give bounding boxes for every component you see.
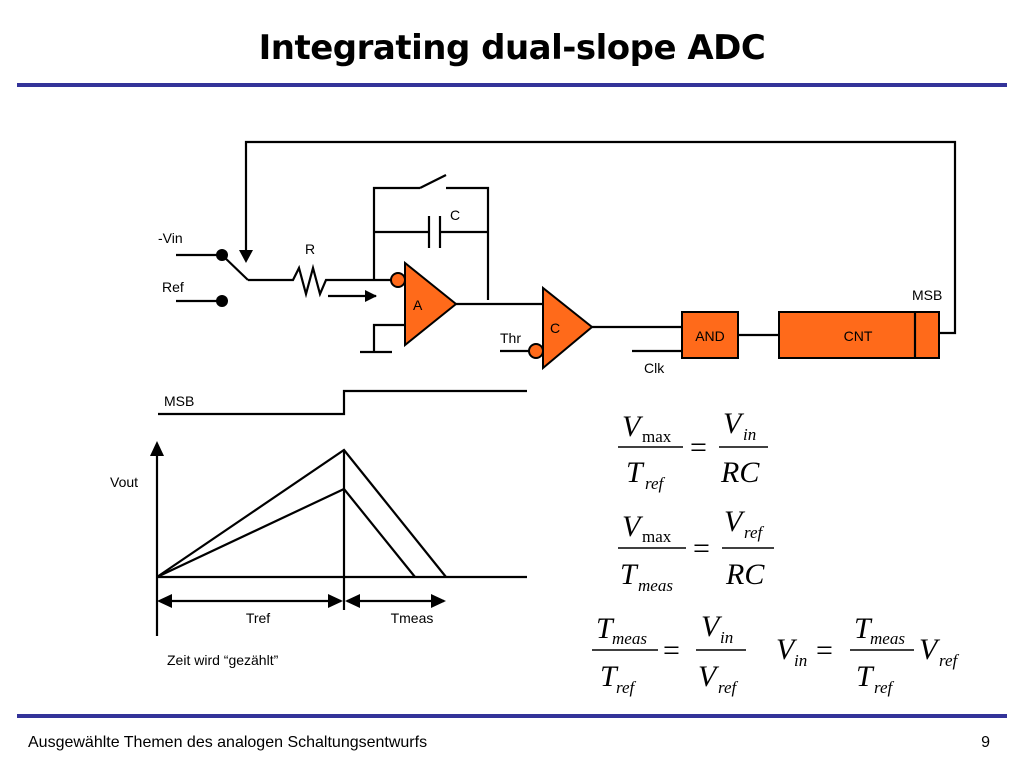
vin-label: -Vin xyxy=(158,230,183,246)
timing-caption: Zeit wird “gezählt” xyxy=(167,652,279,668)
f2-num-right-sub: ref xyxy=(744,523,765,542)
counter-label: CNT xyxy=(844,328,873,344)
f4-num-sub: meas xyxy=(870,629,905,648)
f3-den-right-sub: ref xyxy=(718,678,739,697)
formula-2: V max T meas = V ref RC xyxy=(618,505,774,595)
f4-equals: = xyxy=(816,634,833,667)
f1-num-right: V xyxy=(723,407,745,440)
bottom-divider xyxy=(17,714,1007,718)
input-switch-blade xyxy=(221,254,249,281)
resistor-r xyxy=(248,263,398,299)
footer-text: Ausgewählte Themen des analogen Schaltun… xyxy=(28,734,428,751)
f1-num-right-sub: in xyxy=(743,425,756,444)
integrator-opamp-a xyxy=(404,260,458,348)
f2-den-left: T xyxy=(620,558,639,591)
tmeas-arrow-right xyxy=(431,594,446,608)
f2-den-right: RC xyxy=(725,558,765,591)
tref-label: Tref xyxy=(246,610,270,626)
counter-block xyxy=(778,311,940,359)
f4-num: T xyxy=(854,612,873,645)
f3-den-left: T xyxy=(600,660,619,693)
f4-den: T xyxy=(856,660,875,693)
f1-den-left: T xyxy=(626,456,645,489)
f3-den-right: V xyxy=(698,660,720,693)
msb-waveform xyxy=(158,389,527,416)
formula-3: T meas T ref = V in V ref xyxy=(592,610,746,697)
f2-num-left: V xyxy=(622,510,644,543)
clock-label: Clk xyxy=(644,360,665,376)
ref-label: Ref xyxy=(162,279,184,295)
vout-axis-arrow xyxy=(150,441,164,456)
top-divider xyxy=(17,83,1007,87)
f4-den-sub: ref xyxy=(874,678,895,697)
resistor-label: R xyxy=(305,241,315,257)
tref-arrow-right xyxy=(328,594,343,608)
switch-actuator-arrow xyxy=(239,250,253,263)
integrator-inverting-bubble xyxy=(390,272,406,288)
f2-equals: = xyxy=(693,532,710,565)
tmeas-arrow-left xyxy=(345,594,360,608)
integrator-ground-wire xyxy=(372,323,405,352)
f2-den-left-sub: meas xyxy=(638,576,673,595)
formula-1: V max T ref = V in RC xyxy=(618,407,768,493)
ramp-large-vin xyxy=(156,448,447,578)
page-number: 9 xyxy=(981,734,990,751)
reset-switch-blade xyxy=(419,174,447,189)
msb-feedback-wire xyxy=(244,140,957,335)
formula-4: V in = T meas T ref V ref xyxy=(776,612,960,697)
f4-tail: V xyxy=(919,633,941,666)
threshold-label: Thr xyxy=(500,330,521,346)
comparator-c xyxy=(542,285,594,371)
vout-axis-label: Vout xyxy=(110,474,138,490)
f2-num-right: V xyxy=(724,505,746,538)
f1-num-left: V xyxy=(622,410,644,443)
comparator-threshold-bubble xyxy=(528,343,544,359)
ramp-small-vin xyxy=(156,487,416,578)
timing-diagram: MSB Vout Tref Tmeas Zeit wird “gezählt” xyxy=(110,389,527,668)
f1-den-left-sub: ref xyxy=(645,474,666,493)
f4-lhs: V xyxy=(776,633,798,666)
integrator-label: A xyxy=(413,297,423,313)
f2-num-left-sub: max xyxy=(642,527,672,546)
f3-den-left-sub: ref xyxy=(616,678,637,697)
capacitor-label: C xyxy=(450,207,460,223)
msb-label: MSB xyxy=(912,287,942,303)
slide-title: Integrating dual-slope ADC xyxy=(258,28,766,68)
f1-num-left-sub: max xyxy=(642,427,672,446)
f3-num-left: T xyxy=(596,612,615,645)
f4-tail-sub: ref xyxy=(939,651,960,670)
adc-circuit: A Thr C Clk AND CNT MSB -Vin Ref R C xyxy=(158,140,957,376)
ref-terminal xyxy=(216,295,228,307)
and-gate-block xyxy=(681,311,739,359)
f3-num-right-sub: in xyxy=(720,628,733,647)
tmeas-label: Tmeas xyxy=(391,610,434,626)
f1-den-right: RC xyxy=(720,456,760,489)
f4-lhs-sub: in xyxy=(794,651,807,670)
f3-equals: = xyxy=(663,634,680,667)
reset-switch-right xyxy=(446,186,490,300)
integrator-feedback-wire xyxy=(372,186,420,280)
f3-num-left-sub: meas xyxy=(612,629,647,648)
f1-equals: = xyxy=(690,431,707,464)
f3-num-right: V xyxy=(701,610,723,643)
tref-arrow-left xyxy=(157,594,172,608)
comparator-label: C xyxy=(550,320,560,336)
msb-waveform-label: MSB xyxy=(164,393,194,409)
and-gate-label: AND xyxy=(695,328,725,344)
